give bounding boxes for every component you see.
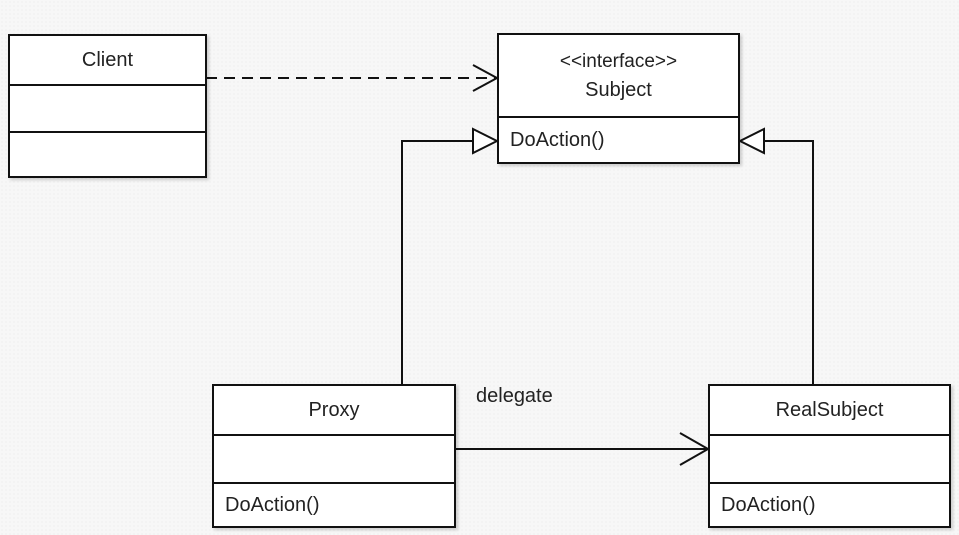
realsubject-method-doaction: DoAction() <box>721 493 816 516</box>
subject-interface[interactable]: <<interface>> Subject DoAction() <box>497 33 740 164</box>
client-attributes-compartment <box>10 84 205 131</box>
subject-method-doaction: DoAction() <box>510 128 605 151</box>
subject-methods-compartment: DoAction() <box>499 116 738 162</box>
proxy-attributes-compartment <box>214 434 454 482</box>
client-class-name: Client <box>81 49 134 71</box>
client-class[interactable]: Client <box>8 34 207 178</box>
interface-stereotype: <<interface>> <box>559 50 678 72</box>
proxy-name-compartment: Proxy <box>214 386 454 434</box>
realsubject-class[interactable]: RealSubject DoAction() <box>708 384 951 528</box>
subject-name-compartment: <<interface>> Subject <box>499 35 738 116</box>
proxy-class[interactable]: Proxy DoAction() <box>212 384 456 528</box>
realsubject-subject-generalization-line[interactable] <box>764 140 814 384</box>
delegate-label: delegate <box>476 385 553 407</box>
proxy-generalization-triangle <box>472 127 500 155</box>
realsubject-class-name: RealSubject <box>775 399 884 421</box>
proxy-method-doaction: DoAction() <box>225 493 320 516</box>
realsubject-methods-compartment: DoAction() <box>710 482 949 526</box>
realsubject-attributes-compartment <box>710 434 949 482</box>
realsubject-name-compartment: RealSubject <box>710 386 949 434</box>
client-methods-compartment <box>10 131 205 176</box>
subject-class-name: Subject <box>585 78 652 101</box>
client-name-compartment: Client <box>10 36 205 84</box>
realsubject-generalization-triangle <box>737 127 765 155</box>
proxy-methods-compartment: DoAction() <box>214 482 454 526</box>
proxy-subject-generalization-line[interactable] <box>401 140 473 384</box>
proxy-class-name: Proxy <box>308 399 360 421</box>
